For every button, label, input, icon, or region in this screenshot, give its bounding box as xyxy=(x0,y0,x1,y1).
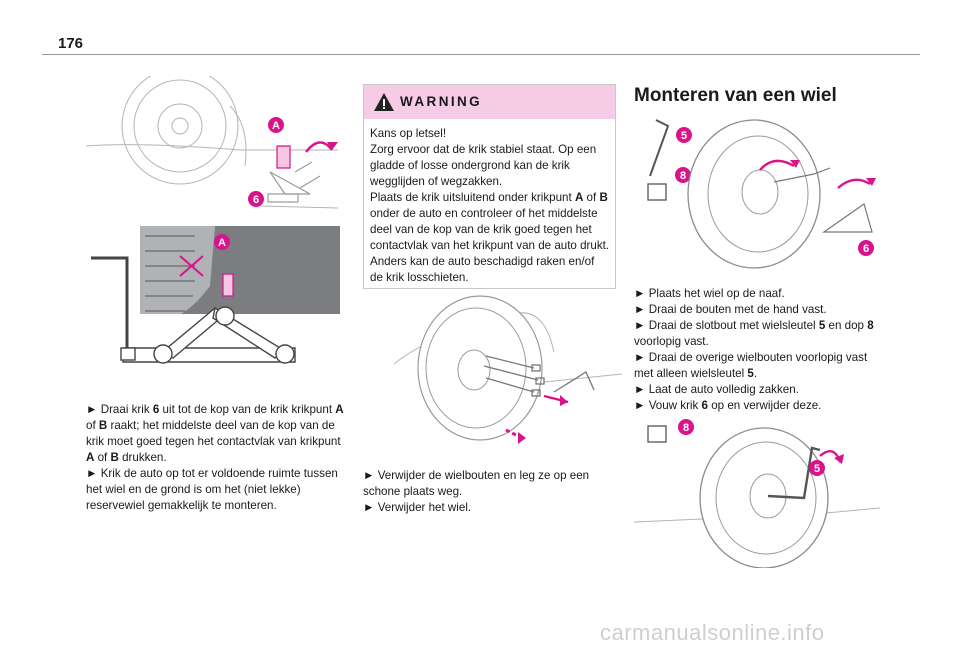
jack-step-2: ► Krik de auto op tot er voldoende ruimt… xyxy=(86,467,338,512)
mounting-step-1: ► Plaats het wiel op de naaf. xyxy=(634,287,785,300)
warning-line-3: Plaats de krik uitsluitend onder krikpun… xyxy=(370,191,610,284)
warning-text: Kans op letsel! Zorg ervoor dat de krik … xyxy=(370,126,610,286)
callout-6: 6 xyxy=(253,194,259,206)
warning-title: WARNING xyxy=(400,94,483,109)
warning-header: WARNING xyxy=(364,85,615,119)
callout-6: 6 xyxy=(863,243,869,255)
mounting-step-5: ► Laat de auto volledig zakken. xyxy=(634,383,799,396)
callout-8: 8 xyxy=(683,422,689,434)
jack-instructions: ► Draai krik 6 uit tot de kop van de kri… xyxy=(86,402,344,514)
wheel-mounting-illustration: 5 8 6 xyxy=(647,119,876,269)
section-title: Monteren van een wiel xyxy=(634,85,837,106)
callout-a: A xyxy=(272,120,280,132)
wheel-tightening-illustration: 8 5 xyxy=(634,419,881,568)
callout-5: 5 xyxy=(814,463,820,475)
warning-box: WARNING Kans op letsel! Zorg ervoor dat … xyxy=(363,84,616,289)
wheel-removal-illustration xyxy=(394,295,623,444)
mounting-step-3: ► Draai de slotbout met wielsleutel 5 en… xyxy=(634,319,874,348)
jack-position-illustration: A 6 xyxy=(85,76,339,209)
callout-a: A xyxy=(218,237,226,249)
removal-step-2: ► Verwijder het wiel. xyxy=(363,501,472,514)
jack-step-1: ► Draai krik 6 uit tot de kop van de kri… xyxy=(86,403,344,464)
removal-step-1: ► Verwijder de wielbouten en leg ze op e… xyxy=(363,469,590,498)
page-number: 176 xyxy=(58,35,84,52)
mounting-step-2: ► Draai de bouten met de hand vast. xyxy=(634,303,827,316)
header-rule xyxy=(42,54,920,55)
warning-triangle-icon xyxy=(374,93,394,111)
mounting-instructions: ► Plaats het wiel op de naaf. ► Draai de… xyxy=(634,286,886,414)
watermark: carmanualsonline.info xyxy=(600,620,825,645)
warning-line-2: Zorg ervoor dat de krik stabiel staat. O… xyxy=(370,143,597,188)
jack-detail-illustration: A xyxy=(91,226,340,364)
callout-5: 5 xyxy=(681,130,687,142)
mounting-step-6: ► Vouw krik 6 op en verwijder deze. xyxy=(634,399,822,412)
warning-line-1: Kans op letsel! xyxy=(370,127,447,140)
callout-8: 8 xyxy=(680,170,686,182)
removal-instructions: ► Verwijder de wielbouten en leg ze op e… xyxy=(363,468,615,516)
mounting-step-4: ► Draai de overige wielbouten voorlopig … xyxy=(634,351,868,380)
